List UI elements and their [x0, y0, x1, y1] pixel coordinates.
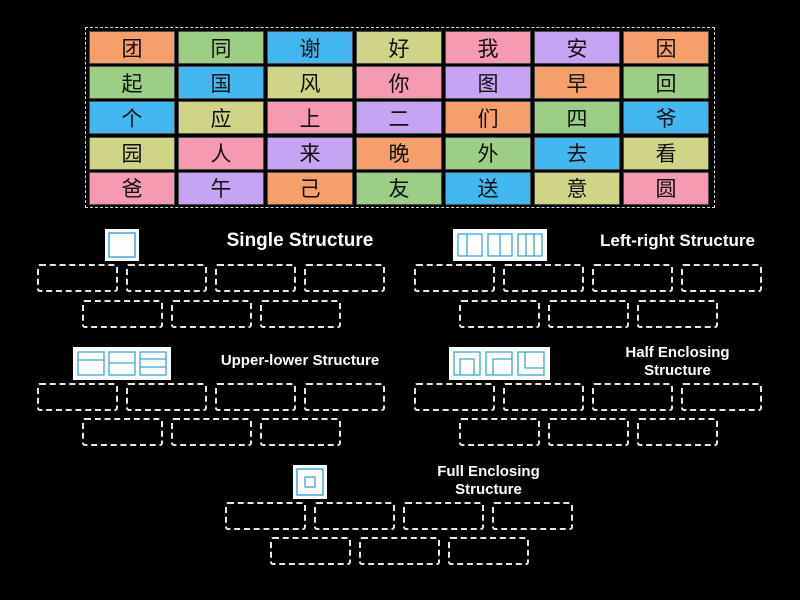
character-tile[interactable]: 你 [356, 66, 442, 100]
drop-slot[interactable] [37, 264, 118, 292]
character-tile[interactable]: 安 [534, 31, 620, 64]
character-tile[interactable]: 团 [89, 31, 175, 64]
group-title: Half Enclosing Structure [625, 344, 730, 379]
character-tile[interactable]: 看 [623, 136, 709, 170]
character-tile[interactable]: 友 [356, 171, 442, 205]
character-tile[interactable]: 起 [89, 66, 175, 100]
full-enclosing-structure-icon [293, 465, 327, 499]
character-tile[interactable]: 四 [534, 101, 620, 135]
drop-slot[interactable] [304, 264, 385, 292]
character-tile[interactable]: 们 [445, 101, 531, 135]
drop-slot[interactable] [592, 383, 673, 411]
single-structure-icon [105, 229, 139, 261]
character-tile[interactable]: 回 [623, 66, 709, 100]
character-tile[interactable]: 国 [178, 66, 264, 100]
character-tile[interactable]: 晚 [356, 136, 442, 170]
drop-slot[interactable] [503, 383, 584, 411]
drop-slot[interactable] [171, 300, 252, 328]
character-tile[interactable]: 上 [267, 101, 353, 135]
drop-slot[interactable] [82, 300, 163, 328]
drop-slot[interactable] [548, 300, 629, 328]
group-title: Left-right Structure [600, 231, 755, 250]
drop-slot[interactable] [414, 264, 495, 292]
group-title: Single Structure [226, 230, 374, 251]
character-tile[interactable]: 人 [178, 136, 264, 170]
drop-slot[interactable] [314, 502, 395, 530]
drop-slot[interactable] [448, 537, 529, 565]
drop-slot[interactable] [126, 264, 207, 292]
tile-pool: 团同谢好我安因起国风你图早回个应上二们四爷园人来晚外去看爸午己友送意圆 [85, 27, 715, 208]
character-tile[interactable]: 因 [623, 31, 709, 64]
drop-slot[interactable] [225, 502, 306, 530]
drop-slot[interactable] [403, 502, 484, 530]
drop-slot[interactable] [681, 264, 762, 292]
character-tile[interactable]: 园 [89, 136, 175, 170]
drop-slot[interactable] [37, 383, 118, 411]
character-tile[interactable]: 个 [89, 101, 175, 135]
character-tile[interactable]: 己 [267, 171, 353, 205]
drop-slot[interactable] [215, 383, 296, 411]
drop-slot[interactable] [82, 418, 163, 446]
character-tile[interactable]: 早 [534, 66, 620, 100]
drop-slot[interactable] [215, 264, 296, 292]
character-tile[interactable]: 我 [445, 31, 531, 64]
drop-slot[interactable] [270, 537, 351, 565]
left-right-structure-icon [453, 229, 547, 261]
upper-lower-structure-icon [73, 347, 171, 380]
character-tile[interactable]: 应 [178, 101, 264, 135]
character-tile[interactable]: 谢 [267, 31, 353, 64]
drop-slot[interactable] [503, 264, 584, 292]
drop-slot[interactable] [359, 537, 440, 565]
drop-slot[interactable] [414, 383, 495, 411]
drop-slot[interactable] [171, 418, 252, 446]
character-tile[interactable]: 风 [267, 66, 353, 100]
group-title: Upper-lower Structure [220, 352, 380, 369]
character-tile[interactable]: 外 [445, 136, 531, 170]
drop-slot[interactable] [459, 418, 540, 446]
character-tile[interactable]: 圆 [623, 171, 709, 205]
drop-slot[interactable] [126, 383, 207, 411]
group-title: Full Enclosing Structure [437, 463, 540, 498]
character-tile[interactable]: 送 [445, 171, 531, 205]
character-tile[interactable]: 午 [178, 171, 264, 205]
drop-slot[interactable] [592, 264, 673, 292]
drop-slot[interactable] [304, 383, 385, 411]
drop-slot[interactable] [637, 418, 718, 446]
drop-slot[interactable] [681, 383, 762, 411]
drop-slot[interactable] [548, 418, 629, 446]
character-tile[interactable]: 图 [445, 66, 531, 100]
character-tile[interactable]: 意 [534, 171, 620, 205]
drop-slot[interactable] [260, 418, 341, 446]
character-tile[interactable]: 好 [356, 31, 442, 64]
drop-slot[interactable] [260, 300, 341, 328]
character-tile[interactable]: 来 [267, 136, 353, 170]
drop-slot[interactable] [492, 502, 573, 530]
drop-slot[interactable] [459, 300, 540, 328]
drop-slot[interactable] [637, 300, 718, 328]
character-tile[interactable]: 爷 [623, 101, 709, 135]
half-enclosing-structure-icon [449, 347, 550, 380]
character-tile[interactable]: 同 [178, 31, 264, 64]
character-tile[interactable]: 去 [534, 136, 620, 170]
character-tile[interactable]: 二 [356, 101, 442, 135]
character-tile[interactable]: 爸 [89, 171, 175, 205]
